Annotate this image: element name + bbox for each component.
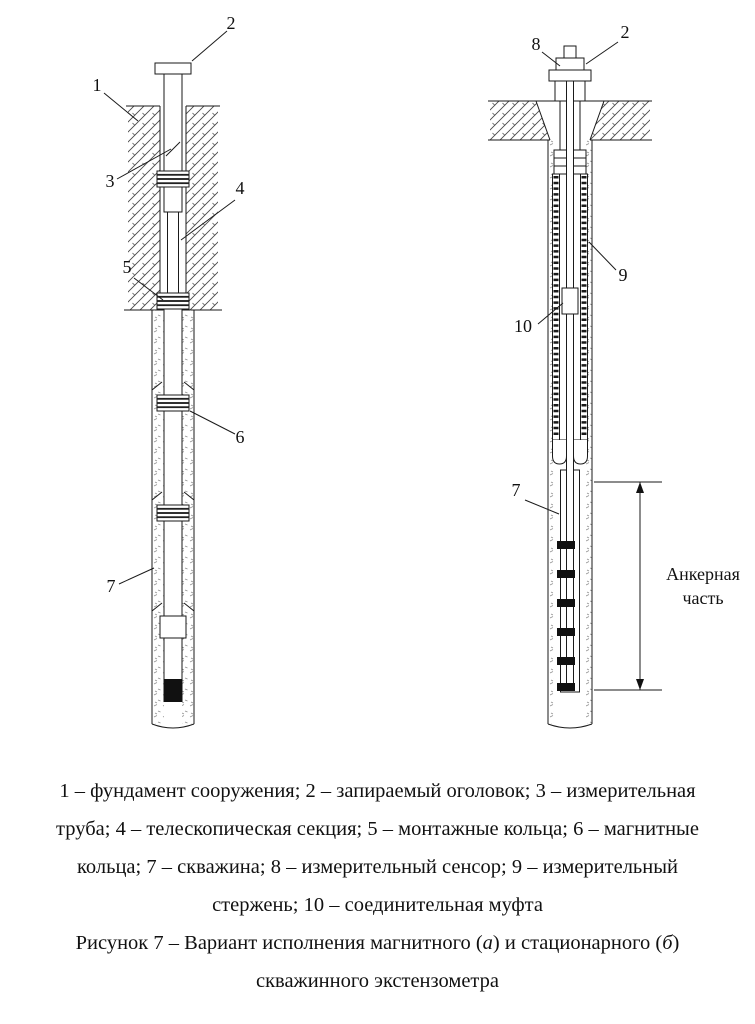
extensometer-diagram: 2 1 3 4 5 6 7 xyxy=(93,13,740,729)
anchor-dimension: Анкерная часть xyxy=(594,481,740,691)
figure-caption-line1: Рисунок 7 – Вариант исполнения магнитног… xyxy=(0,924,755,962)
label-2-left: 2 xyxy=(227,13,236,33)
label-8: 8 xyxy=(532,34,541,54)
measuring-tube-left xyxy=(151,62,195,702)
mounting-rings-upper xyxy=(156,170,190,188)
right-labels: 8 2 9 10 7 xyxy=(512,22,630,515)
label-5: 5 xyxy=(123,257,132,277)
anchor-segments xyxy=(557,541,575,691)
foundation-hatch-right xyxy=(488,100,652,141)
figure-caption-italic-b: б xyxy=(662,932,673,954)
left-labels: 2 1 3 4 5 6 7 xyxy=(93,13,245,596)
figure-caption-part2: ) и стационарного ( xyxy=(492,932,663,954)
legend-line-2: труба; 4 – телескопическая секция; 5 – м… xyxy=(56,818,699,840)
lockable-cap-left xyxy=(154,62,192,75)
figure-caption-italic-a: а xyxy=(482,932,493,954)
figure-caption-part1: Рисунок 7 – Вариант исполнения магнитног… xyxy=(75,932,483,954)
magnetic-ring-2 xyxy=(151,491,195,522)
anchor-part-label-line2: часть xyxy=(682,588,723,608)
magnetic-ring-1 xyxy=(151,381,195,412)
label-7-right: 7 xyxy=(512,480,521,500)
foundation-hatch-left xyxy=(124,105,222,311)
extensometer-right xyxy=(548,45,592,693)
figure-caption-line2: скважинного экстензометра xyxy=(255,970,499,992)
connecting-coupling xyxy=(561,287,579,315)
caption-block: 1 – фундамент сооружения; 2 – запираемый… xyxy=(0,772,755,1000)
bottom-anchor-left xyxy=(163,679,183,702)
mounting-rings-lower xyxy=(156,292,190,310)
legend-line-1: 1 – фундамент сооружения; 2 – запираемый… xyxy=(59,780,696,802)
label-3: 3 xyxy=(106,171,115,191)
label-10: 10 xyxy=(514,316,532,336)
figure-caption-part3: ) xyxy=(672,932,680,954)
legend-line-4: стержень; 10 – соединительная муфта xyxy=(212,894,543,916)
label-4: 4 xyxy=(236,178,245,198)
legend-line-3: кольца; 7 – скважина; 8 – измерительный … xyxy=(76,856,679,878)
label-7-left: 7 xyxy=(107,576,116,596)
measuring-rod xyxy=(566,79,574,691)
anchor-part-label-line1: Анкерная xyxy=(666,564,740,584)
right-diagram: Анкерная часть 8 2 9 10 7 xyxy=(488,22,740,729)
bottom-sleeve-left xyxy=(151,602,195,639)
left-diagram: 2 1 3 4 5 6 7 xyxy=(93,13,245,729)
label-9: 9 xyxy=(619,265,628,285)
label-6: 6 xyxy=(236,427,245,447)
borehole-right xyxy=(547,140,593,729)
lockable-cap-right xyxy=(548,45,592,82)
label-1: 1 xyxy=(93,75,102,95)
label-2-right: 2 xyxy=(621,22,630,42)
